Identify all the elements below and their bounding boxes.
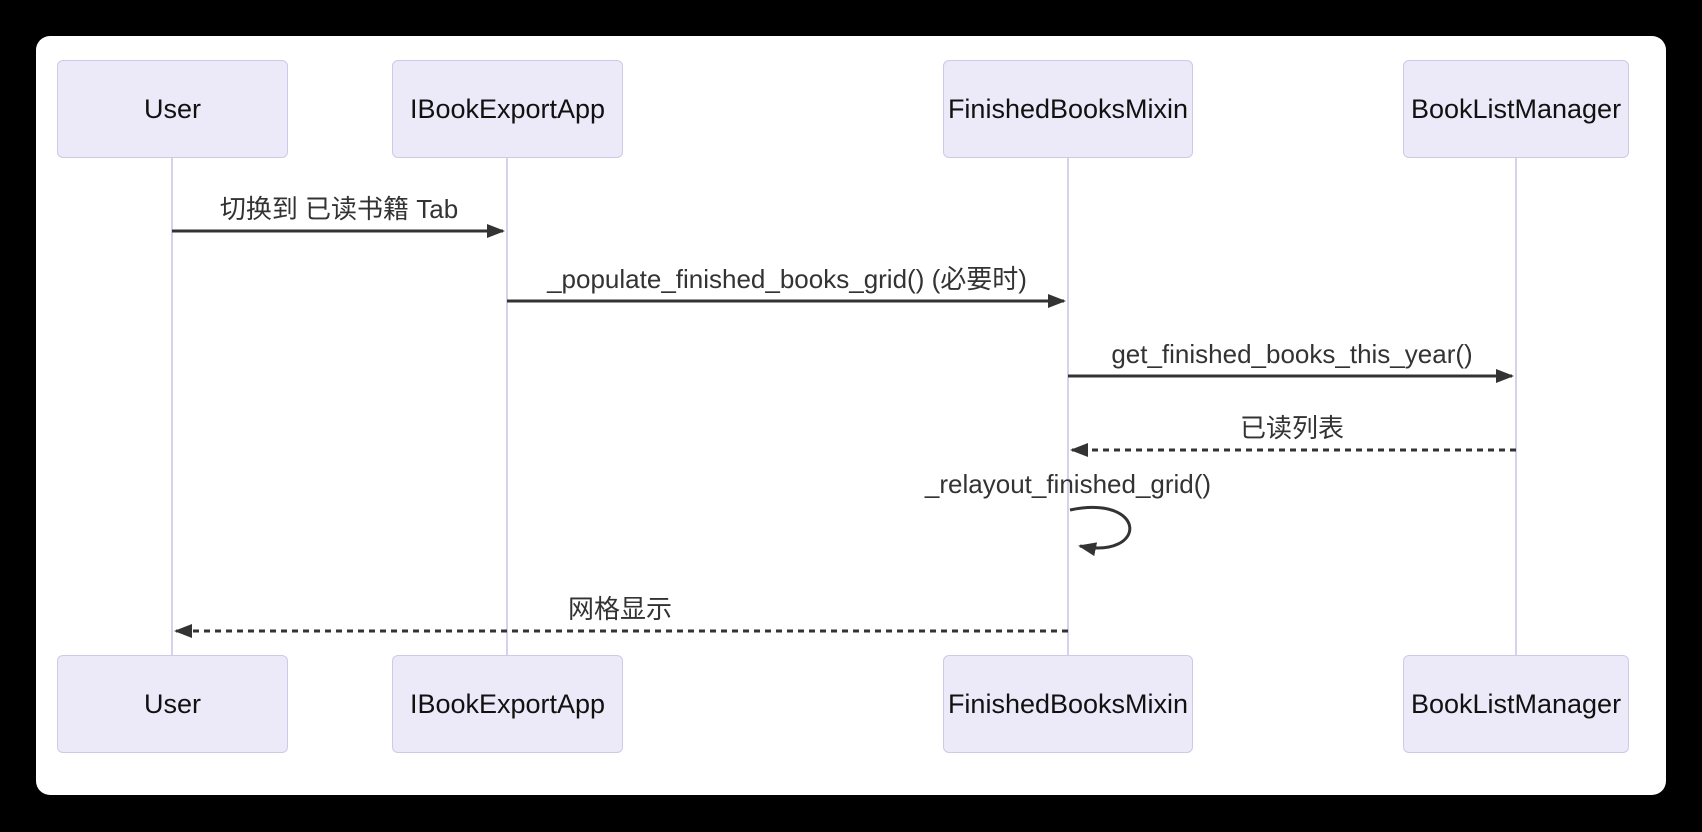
participant-finishedbooksmixin-bottom: FinishedBooksMixin	[943, 655, 1193, 753]
participant-finishedbooksmixin-top: FinishedBooksMixin	[943, 60, 1193, 158]
participant-ibookexportapp-bottom: IBookExportApp	[392, 655, 623, 753]
message-label-5: _relayout_finished_grid()	[924, 469, 1212, 499]
message-label-1: 切换到 已读书籍 Tab	[219, 194, 459, 224]
message-label-2: _populate_finished_books_grid() (必要时)	[547, 264, 1027, 294]
message-label-6: 网格显示	[567, 594, 673, 624]
participant-booklistmanager-bottom: BookListManager	[1403, 655, 1629, 753]
participant-user-top: User	[57, 60, 288, 158]
participant-ibookexportapp-top: IBookExportApp	[392, 60, 623, 158]
message-label-3: get_finished_books_this_year()	[1111, 339, 1473, 369]
participant-user-bottom: User	[57, 655, 288, 753]
message-self-loop-arrow	[1069, 506, 1132, 557]
diagram-lines-layer	[171, 158, 1517, 655]
diagram-canvas: User IBookExportApp FinishedBooksMixin B…	[36, 36, 1666, 795]
message-label-4: 已读列表	[1239, 413, 1345, 443]
participant-booklistmanager-top: BookListManager	[1403, 60, 1629, 158]
